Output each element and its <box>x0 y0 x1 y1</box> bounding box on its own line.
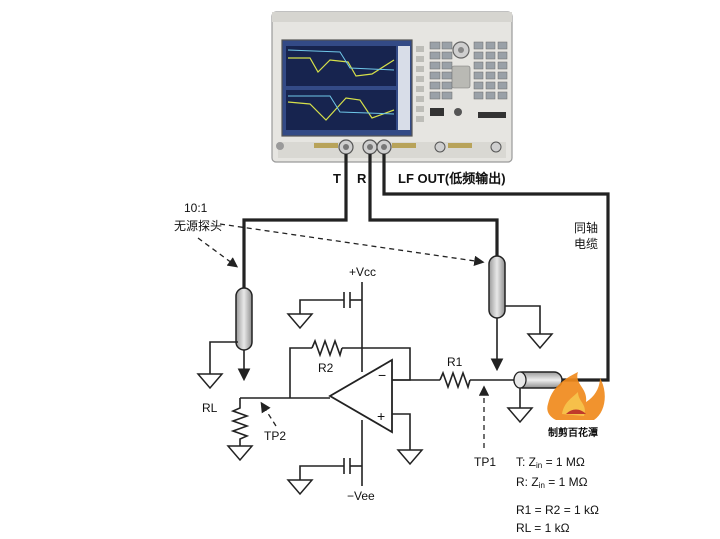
specs-block: T: Zin = 1 MΩ R: Zin = 1 MΩ R1 = R2 = 1 … <box>516 455 599 535</box>
noninverting-ground <box>392 413 424 466</box>
port-connector-r <box>362 139 378 155</box>
spec-t-prefix: T: Z <box>516 455 536 469</box>
r2-label: R2 <box>318 361 334 375</box>
probe-t <box>209 287 253 382</box>
spec-r-prefix: R: Z <box>516 475 539 489</box>
probe-ratio-label: 10:1 <box>184 201 208 215</box>
port-t-label: T <box>333 171 341 186</box>
tp2-label: TP2 <box>264 429 286 443</box>
bypass-capacitor-top <box>286 292 362 330</box>
analyzer-screen <box>281 39 413 137</box>
op-amp <box>328 358 393 434</box>
watermark-logo <box>547 372 605 420</box>
ground-symbol-probe-r <box>526 333 554 350</box>
bypass-capacitor-bottom <box>286 458 362 496</box>
coax-label-line2: 电缆 <box>574 237 598 251</box>
network-analyzer <box>271 11 513 163</box>
tp2-pointer <box>260 401 277 427</box>
svg-text:R: Zin = 1 MΩ: R: Zin = 1 MΩ <box>516 475 588 490</box>
watermark-text: 制剪百花潭 <box>548 426 598 439</box>
op-amp-plus: + <box>377 408 385 424</box>
port-connector-t <box>338 139 354 155</box>
cable-lf-out <box>382 154 610 382</box>
cable-t <box>242 154 348 288</box>
spec-rl: RL = 1 kΩ <box>516 521 570 535</box>
resistor-r2 <box>311 338 343 358</box>
keypad <box>429 41 508 100</box>
softkey-column <box>416 46 424 122</box>
coax-connector <box>506 371 563 424</box>
svg-text:T: Zin = 1 MΩ: T: Zin = 1 MΩ <box>516 455 585 470</box>
lf-out-label: LF OUT(低频输出) <box>398 171 506 186</box>
probe-pointer-right <box>219 223 485 267</box>
spec-r-sub: in <box>539 481 545 490</box>
probe-pointer-left <box>197 237 239 268</box>
rl-label: RL <box>202 401 218 415</box>
tp1-label: TP1 <box>474 455 496 469</box>
vee-label: −Vee <box>347 489 375 503</box>
resistor-rl <box>226 398 254 462</box>
op-amp-minus: − <box>378 367 386 383</box>
spec-r1-r2: R1 = R2 = 1 kΩ <box>516 503 599 517</box>
spec-r-value: = 1 MΩ <box>545 475 588 489</box>
port-connector-lf-out <box>376 139 392 155</box>
probe-name-label: 无源探头 <box>174 219 222 233</box>
resistor-r1 <box>439 370 471 390</box>
r1-label: R1 <box>447 355 463 369</box>
spec-t-value: = 1 MΩ <box>542 455 585 469</box>
ground-symbol-probe-t <box>196 373 224 390</box>
coax-label-line1: 同轴 <box>574 220 598 235</box>
probe-r <box>488 255 541 372</box>
cable-r <box>368 154 499 256</box>
port-r-label: R <box>357 171 367 186</box>
vcc-label: +Vcc <box>349 265 376 279</box>
spec-t-sub: in <box>536 461 542 470</box>
